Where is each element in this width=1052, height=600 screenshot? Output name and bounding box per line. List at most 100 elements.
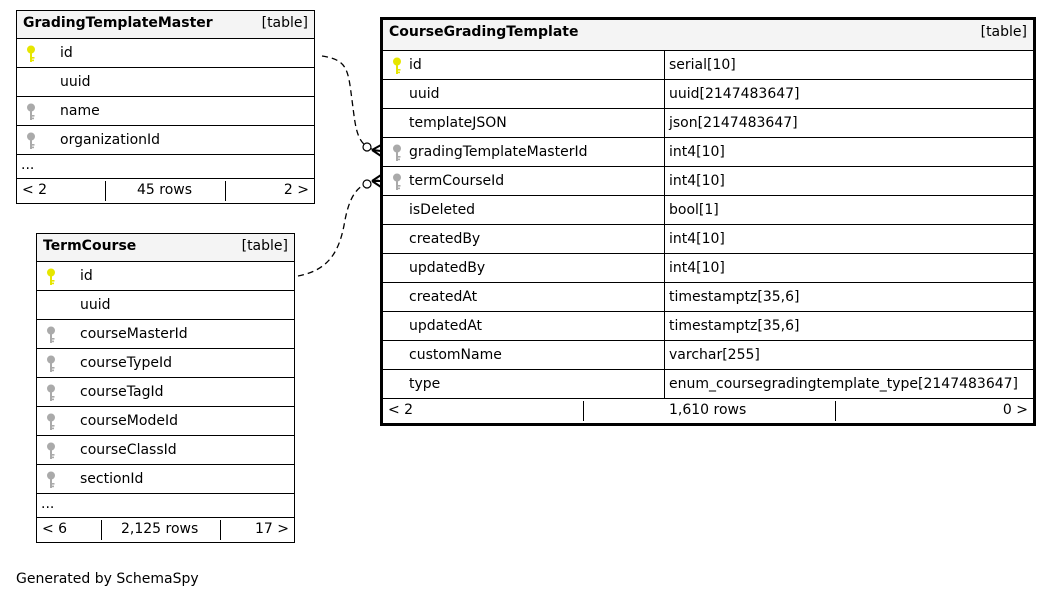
column-row-createdBy[interactable]: createdBy int4[10] (383, 225, 1033, 254)
children-count[interactable]: 2 > (283, 182, 309, 198)
parents-count[interactable]: < 6 (42, 521, 68, 537)
column-name: isDeleted (409, 202, 476, 218)
table-name: CourseGradingTemplate (389, 24, 579, 40)
column-name: courseModeId (80, 413, 178, 429)
table-grading-template-master[interactable]: GradingTemplateMaster [table] id uuid name… (16, 10, 315, 204)
column-type: timestamptz[35,6] (664, 312, 799, 340)
parents-count[interactable]: < 2 (388, 402, 414, 418)
column-row-templateJSON[interactable]: templateJSON json[2147483647] (383, 109, 1033, 138)
table-footer: < 2 45 rows 2 > (17, 179, 314, 203)
column-type: serial[10] (664, 51, 736, 79)
foreign-key-icon (25, 103, 37, 120)
table-course-grading-template[interactable]: CourseGradingTemplate [table] id serial[1… (380, 17, 1036, 426)
table-header: TermCourse [table] (37, 234, 294, 262)
column-name: id (60, 45, 73, 61)
column-name: updatedBy (409, 260, 486, 276)
column-row-courseTagId[interactable]: courseTagId (37, 378, 294, 407)
column-row-courseClassId[interactable]: courseClassId (37, 436, 294, 465)
table-footer: < 2 1,610 rows 0 > (383, 399, 1033, 423)
column-name: createdBy (409, 231, 481, 247)
column-row-updatedBy[interactable]: updatedBy int4[10] (383, 254, 1033, 283)
column-row-uuid[interactable]: uuid (17, 68, 314, 97)
table-term-course[interactable]: TermCourse [table] id uuid courseMasterId c… (36, 233, 295, 543)
foreign-key-icon (45, 384, 57, 401)
column-row-id[interactable]: id serial[10] (383, 51, 1033, 80)
primary-key-icon (391, 57, 403, 74)
edge-end-circle-2 (362, 179, 372, 189)
edge-end-circle-1 (362, 142, 372, 152)
column-type: json[2147483647] (664, 109, 798, 137)
column-name: createdAt (409, 289, 478, 305)
row-count: 1,610 rows (669, 402, 747, 418)
foreign-key-icon (391, 144, 403, 161)
column-row-isDeleted[interactable]: isDeleted bool[1] (383, 196, 1033, 225)
foreign-key-icon (25, 132, 37, 149)
column-row-courseTypeId[interactable]: courseTypeId (37, 349, 294, 378)
column-name: uuid (60, 74, 91, 90)
column-row-id[interactable]: id (17, 39, 314, 68)
column-name: type (409, 376, 441, 392)
column-type: int4[10] (664, 225, 725, 253)
table-tag: [table] (241, 238, 288, 254)
column-row-sectionId[interactable]: sectionId (37, 465, 294, 494)
column-row-organizationId[interactable]: organizationId (17, 126, 314, 155)
foreign-key-icon (45, 326, 57, 343)
column-row-uuid[interactable]: uuid uuid[2147483647] (383, 80, 1033, 109)
column-row-id[interactable]: id (37, 262, 294, 291)
column-name: courseMasterId (80, 326, 188, 342)
column-row-uuid[interactable]: uuid (37, 291, 294, 320)
column-name: courseTypeId (80, 355, 172, 371)
column-type: bool[1] (664, 196, 719, 224)
foreign-key-icon (391, 173, 403, 190)
ellipsis-row: ... (17, 155, 314, 179)
column-name: sectionId (80, 471, 144, 487)
children-count[interactable]: 0 > (1002, 402, 1028, 418)
edge-gradingtemplatemaster-to-coursegradingtemplate (321, 55, 381, 152)
column-row-termCourseId[interactable]: termCourseId int4[10] (383, 167, 1033, 196)
ellipsis-row: ... (37, 494, 294, 518)
column-name: organizationId (60, 132, 161, 148)
column-type: timestamptz[35,6] (664, 283, 799, 311)
column-name: courseClassId (80, 442, 177, 458)
column-name: courseTagId (80, 384, 164, 400)
row-count: 45 rows (137, 182, 193, 198)
column-name: templateJSON (409, 115, 507, 131)
column-type: uuid[2147483647] (664, 80, 800, 108)
column-row-createdAt[interactable]: createdAt timestamptz[35,6] (383, 283, 1033, 312)
foreign-key-icon (45, 442, 57, 459)
foreign-key-icon (45, 413, 57, 430)
edge-crowfoot-1 (371, 144, 382, 157)
primary-key-icon (45, 268, 57, 285)
column-type: varchar[255] (664, 341, 760, 369)
column-name: termCourseId (409, 173, 505, 189)
table-footer: < 6 2,125 rows 17 > (37, 518, 294, 542)
foreign-key-icon (45, 471, 57, 488)
ellipsis: ... (41, 496, 55, 512)
row-count: 2,125 rows (121, 521, 199, 537)
table-tag: [table] (980, 24, 1027, 40)
parents-count[interactable]: < 2 (22, 182, 48, 198)
column-row-name[interactable]: name (17, 97, 314, 126)
column-row-customName[interactable]: customName varchar[255] (383, 341, 1033, 370)
column-name: id (80, 268, 93, 284)
column-row-courseModeId[interactable]: courseModeId (37, 407, 294, 436)
table-header: GradingTemplateMaster [table] (17, 11, 314, 39)
edge-crowfoot-2 (371, 174, 382, 188)
foreign-key-icon (45, 355, 57, 372)
column-row-courseMasterId[interactable]: courseMasterId (37, 320, 294, 349)
table-tag: [table] (261, 15, 308, 31)
column-name: uuid (409, 86, 440, 102)
column-name: name (60, 103, 100, 119)
children-count[interactable]: 17 > (255, 521, 289, 537)
column-type: int4[10] (664, 254, 725, 282)
column-name: customName (409, 347, 502, 363)
column-type: int4[10] (664, 167, 725, 195)
column-row-type[interactable]: type enum_coursegradingtemplate_type[2147… (383, 370, 1033, 399)
column-type: enum_coursegradingtemplate_type[21474836… (664, 370, 1018, 398)
table-name: GradingTemplateMaster (23, 15, 213, 31)
generated-by-caption: Generated by SchemaSpy (16, 571, 199, 587)
column-name: id (409, 57, 422, 73)
